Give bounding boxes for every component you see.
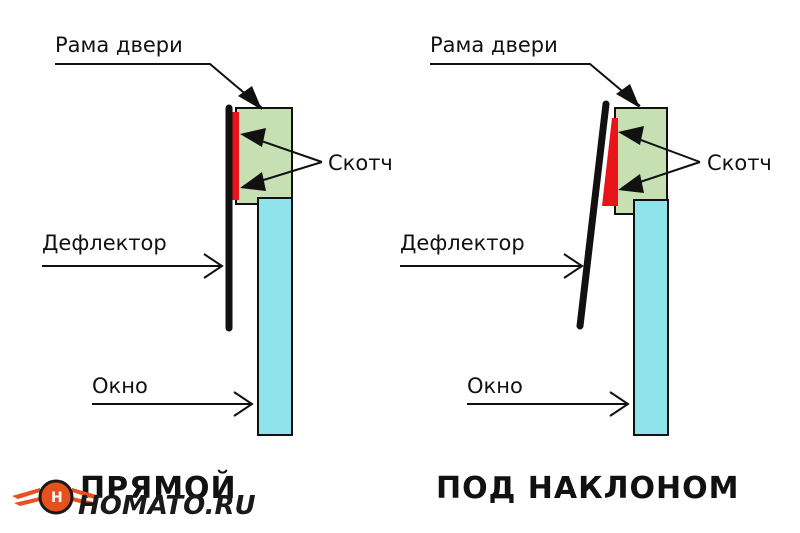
right-door-frame: [614, 107, 668, 215]
logo-letter: H: [51, 490, 63, 506]
left-window-label: Окно: [92, 374, 148, 398]
right-tape-arrowhead-upper: [618, 126, 644, 145]
right-frame-pointer: [430, 63, 641, 107]
right-frame-label: Рама двери: [430, 33, 558, 57]
left-tape-arrowhead-upper: [240, 128, 266, 147]
logo-wing-left-icon: [12, 488, 40, 499]
left-frame-arrowhead: [238, 86, 262, 110]
right-deflector: [576, 100, 610, 330]
right-window-arrowhead: [609, 391, 630, 417]
right-frame-arrowhead: [616, 84, 640, 108]
left-deflector-arrowhead: [203, 253, 224, 279]
logo-badge-icon: [38, 479, 74, 515]
homato-logo: H HOMATO.RU: [12, 479, 256, 521]
left-tape-arrowhead-lower: [240, 172, 266, 191]
logo-wing-left-lower-icon: [14, 497, 40, 506]
logo-wordmark: HOMATO.RU: [78, 491, 256, 521]
left-deflector-label: Дефлектор: [42, 231, 167, 255]
right-deflector-arrowhead: [563, 253, 584, 279]
right-tape-label: Скотч: [707, 151, 772, 175]
right-window-label: Окно: [467, 374, 523, 398]
left-window-glass: [257, 197, 293, 436]
right-deflector-label: Дефлектор: [400, 231, 525, 255]
right-window-glass: [633, 199, 669, 436]
logo-wing-right-icon: [72, 488, 100, 499]
left-frame-pointer: [55, 63, 263, 109]
left-tape-label: Скотч: [328, 151, 393, 175]
right-caption: ПОД НАКЛОНОМ: [436, 471, 740, 506]
right-tape-arrowhead-lower: [618, 174, 644, 193]
left-window-arrowhead: [233, 391, 254, 417]
left-tape: [231, 112, 239, 200]
left-caption: ПРЯМОЙ: [80, 470, 237, 506]
logo-wing-right-lower-icon: [72, 497, 98, 506]
left-diagram: Рама двери Скотч Дефлектор Окно ПРЯМОЙ: [42, 33, 393, 506]
right-diagram: Рама двери Скотч Дефлектор Окно ПОД НАКЛ…: [400, 33, 772, 506]
right-tape: [602, 118, 618, 206]
left-frame-label: Рама двери: [55, 33, 183, 57]
